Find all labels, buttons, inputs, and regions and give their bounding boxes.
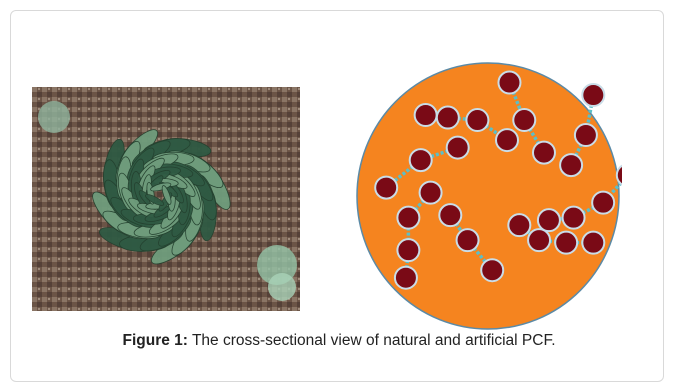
- air-hole-node: [528, 229, 550, 251]
- air-hole-node: [466, 109, 488, 131]
- air-hole-node: [555, 232, 577, 254]
- aloe-illustration: [32, 87, 300, 311]
- air-hole-node: [575, 124, 597, 146]
- pcf-diagram: [354, 60, 622, 332]
- air-hole-node: [375, 177, 397, 199]
- air-hole-node: [582, 84, 604, 106]
- air-hole-node: [592, 192, 614, 214]
- air-hole-node: [447, 137, 469, 159]
- air-hole-node: [439, 204, 461, 226]
- caption-label: Figure 1:: [122, 332, 187, 349]
- air-hole-node: [457, 229, 479, 251]
- air-hole-node: [538, 209, 560, 231]
- fiber-core: [357, 63, 619, 329]
- air-hole-node: [395, 267, 417, 289]
- air-hole-node: [513, 109, 535, 131]
- air-hole-node: [415, 104, 437, 126]
- air-hole-node: [508, 214, 530, 236]
- air-hole-node: [498, 72, 520, 94]
- air-hole-node: [397, 239, 419, 261]
- air-hole-node: [533, 142, 555, 164]
- air-hole-node: [397, 207, 419, 229]
- air-hole-node: [437, 107, 459, 129]
- air-hole-node: [560, 154, 582, 176]
- air-hole-node: [582, 232, 604, 254]
- air-hole-node: [563, 207, 585, 229]
- air-hole-node: [410, 149, 432, 171]
- air-hole-node: [496, 129, 518, 151]
- caption-text: The cross-sectional view of natural and …: [188, 332, 556, 349]
- air-hole-node: [481, 259, 503, 281]
- plant-photo: [32, 87, 300, 311]
- air-hole-node: [420, 182, 442, 204]
- figure-caption: Figure 1: The cross-sectional view of na…: [0, 332, 678, 350]
- artificial-pcf-cross-section: [354, 60, 622, 332]
